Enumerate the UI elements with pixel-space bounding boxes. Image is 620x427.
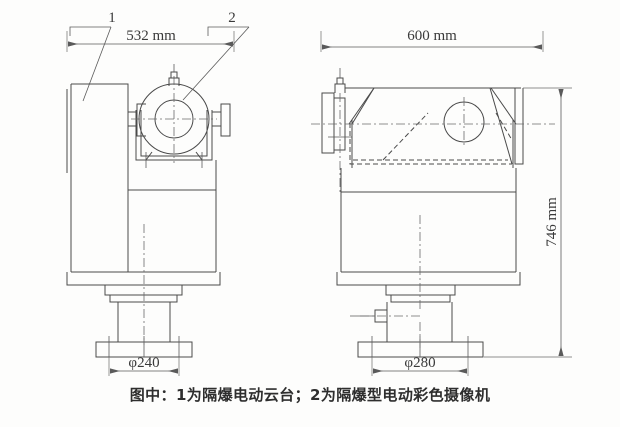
front-view (66, 26, 235, 376)
dimension-total-height (484, 87, 572, 358)
dimension-label-total-height: 746 mm (544, 197, 560, 247)
leader-label-2: 2 (228, 10, 236, 26)
dimension-side-base-dia (371, 357, 469, 376)
side-view (182, 26, 572, 376)
dimension-front-base-dia (108, 357, 180, 376)
dimension-label-side-width: 600 mm (407, 28, 457, 44)
leader-line-2 (182, 26, 250, 101)
leader-line-1 (69, 26, 112, 102)
figure-caption: 图中：1为隔爆电动云台；2为隔爆型电动彩色摄像机 (129, 386, 491, 404)
leader-label-1: 1 (108, 10, 116, 26)
dimension-label-side-base-dia: φ280 (404, 355, 435, 371)
dimension-label-front-width: 532 mm (126, 28, 176, 44)
dimension-side-width (320, 31, 544, 52)
dimension-label-front-base-dia: φ240 (128, 355, 159, 371)
dimension-front-width (66, 31, 235, 52)
